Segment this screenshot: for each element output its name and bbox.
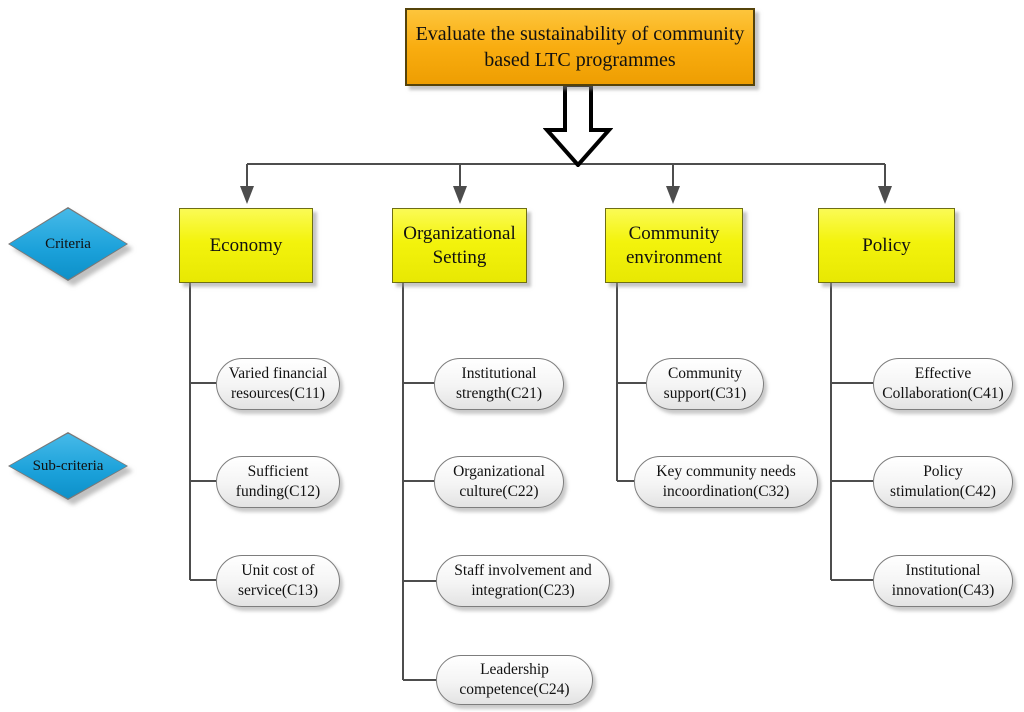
subcriterion-label: Institutional innovation(C43)	[891, 561, 995, 599]
subcriterion-label: Institutional strength(C21)	[455, 364, 543, 402]
subcriterion-c22: Organizational culture(C22)	[434, 456, 564, 508]
subcriterion-c24: Leadership competence(C24)	[436, 655, 593, 705]
subcriterion-c43: Institutional innovation(C43)	[873, 555, 1013, 607]
subcriterion-label: Sufficient funding(C12)	[235, 462, 321, 500]
goal-label: Evaluate the sustainability of community…	[415, 23, 745, 71]
goal-box: Evaluate the sustainability of community…	[405, 8, 755, 86]
criterion-label: Economy	[209, 234, 283, 256]
subcriterion-c32: Key community needs incoordination(C32)	[634, 456, 818, 508]
subcriterion-c41: Effective Collaboration(C41)	[873, 358, 1013, 410]
subcriterion-c42: Policy stimulation(C42)	[873, 456, 1013, 508]
subcriterion-label: Policy stimulation(C42)	[890, 462, 996, 500]
subcriterion-label: Organizational culture(C22)	[453, 462, 545, 500]
sub-criteria-level-label: Sub-criteria	[32, 457, 104, 474]
subcriterion-c13: Unit cost of service(C13)	[216, 555, 340, 607]
criteria-level-diamond: Criteria	[8, 207, 128, 281]
subcriterion-c11: Varied financial resources(C11)	[216, 358, 340, 410]
criterion-label: Organizational Setting	[403, 222, 516, 268]
subcriterion-c21: Institutional strength(C21)	[434, 358, 564, 410]
subcriterion-label: Varied financial resources(C11)	[228, 364, 328, 402]
sub-criteria-level-diamond: Sub-criteria	[8, 432, 128, 500]
criterion-box-economy: Economy	[179, 208, 313, 283]
subcriterion-c31: Community support(C31)	[646, 358, 764, 410]
criterion-box-organizational-setting: Organizational Setting	[392, 208, 527, 283]
criterion-label: Community environment	[625, 222, 723, 268]
criterion-box-policy: Policy	[818, 208, 955, 283]
branch-arrowhead-icons	[240, 186, 892, 204]
subcriterion-label: Community support(C31)	[663, 364, 747, 402]
subcriterion-c12: Sufficient funding(C12)	[216, 456, 340, 508]
subcriterion-label: Staff involvement and integration(C23)	[454, 561, 592, 599]
criteria-level-label: Criteria	[45, 235, 91, 252]
criterion-label: Policy	[862, 234, 911, 256]
subcriterion-c23: Staff involvement and integration(C23)	[436, 555, 610, 607]
subcriterion-label: Leadership competence(C24)	[459, 660, 570, 698]
criterion-box-community-environment: Community environment	[605, 208, 743, 283]
subcriterion-label: Key community needs incoordination(C32)	[656, 462, 796, 500]
subcriterion-label: Unit cost of service(C13)	[237, 561, 319, 599]
down-arrow-icon	[543, 85, 613, 167]
subcriterion-label: Effective Collaboration(C41)	[882, 364, 1004, 402]
